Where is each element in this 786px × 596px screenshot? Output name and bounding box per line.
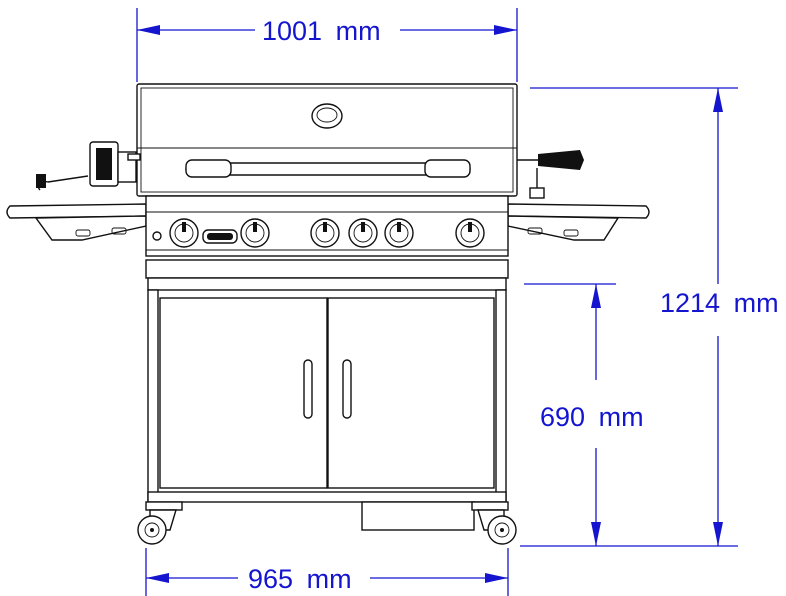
- cart-doors: [159, 297, 495, 489]
- right-side-shelf: [507, 203, 650, 241]
- svg-text:1001 mm: 1001 mm: [262, 16, 381, 46]
- svg-text:1214 mm: 1214 mm: [660, 288, 779, 318]
- svg-text:690 mm: 690 mm: [540, 402, 644, 432]
- cart-frame: [145, 259, 509, 503]
- dimension-work-height: 690 mm: [524, 283, 644, 546]
- base-width-value: 965: [248, 564, 293, 594]
- work-height-value: 690: [540, 402, 585, 432]
- svg-text:965 mm: 965 mm: [248, 564, 352, 594]
- caster-wheel-icon: [471, 501, 517, 545]
- burner-knob-icon: [240, 218, 270, 248]
- burner-knob-icon: [310, 218, 340, 248]
- burner-knob-icon: [455, 218, 485, 248]
- caster-wheel-icon: [137, 501, 183, 545]
- door-handle-icon: [342, 359, 352, 419]
- hood-handle: [185, 159, 471, 178]
- overall-height-value: 1214: [660, 288, 720, 318]
- control-panel: [145, 195, 509, 257]
- dimension-base-width: 965 mm: [145, 548, 509, 596]
- dimension-overall-height: 1214 mm: [520, 87, 779, 547]
- dimension-overall-width: 1001 mm: [136, 8, 518, 82]
- left-side-shelf: [6, 203, 147, 241]
- rotisserie-spit-handle: [517, 150, 584, 199]
- gas-tank-tray: [361, 501, 475, 531]
- grill-hood: [136, 83, 518, 197]
- overall-width-value: 1001: [262, 16, 322, 46]
- grill-drawing: [6, 83, 650, 545]
- ignition-button: [152, 231, 162, 241]
- burner-knob-icon: [384, 218, 414, 248]
- overall-height-unit: mm: [734, 288, 779, 318]
- base-width-unit: mm: [307, 564, 352, 594]
- work-height-unit: mm: [599, 402, 644, 432]
- rotisserie-motor-icon: [36, 141, 141, 191]
- burner-knob-icon: [348, 218, 378, 248]
- door-handle-icon: [303, 359, 313, 419]
- overall-width-unit: mm: [336, 16, 381, 46]
- burner-knob-icon: [169, 218, 199, 248]
